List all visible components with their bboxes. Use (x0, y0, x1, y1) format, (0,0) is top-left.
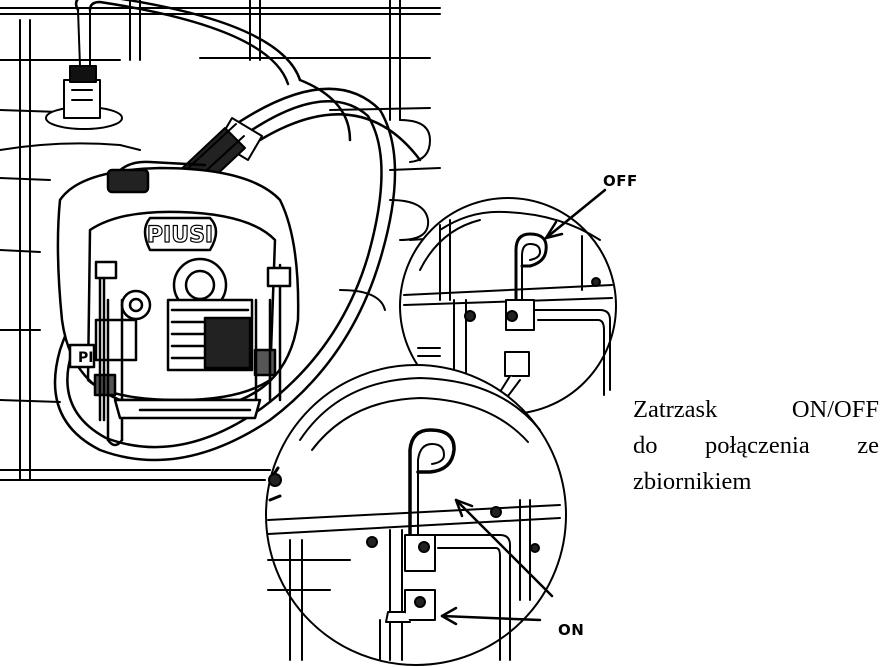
caption-word: ze (857, 432, 879, 459)
fuel-hoses (53, 0, 422, 462)
tank-cap (45, 9, 123, 130)
caption-line-3: zbiornikiem (633, 468, 752, 495)
off-label: OFF (603, 172, 638, 190)
on-arrows (440, 498, 554, 626)
caption-word: ON/OFF (791, 396, 879, 423)
caption-line-1: Zatrzask ON/OFF (633, 392, 879, 428)
side-label: PI (78, 350, 93, 366)
caption-word: połączenia (705, 432, 810, 459)
detail-circle-on (265, 364, 567, 666)
caption-word: Zatrzask (633, 396, 718, 423)
brand-label: PIUSI (147, 223, 213, 248)
caption-word: do (633, 432, 658, 459)
pump-unit (56, 160, 300, 447)
figure-caption: Zatrzask ON/OFF do połączenia ze zbiorni… (633, 392, 879, 500)
caption-line-2: do połączenia ze (633, 428, 879, 464)
on-label: ON (558, 621, 585, 639)
tank-cage-frame (0, 0, 441, 481)
off-arrow (544, 188, 607, 240)
